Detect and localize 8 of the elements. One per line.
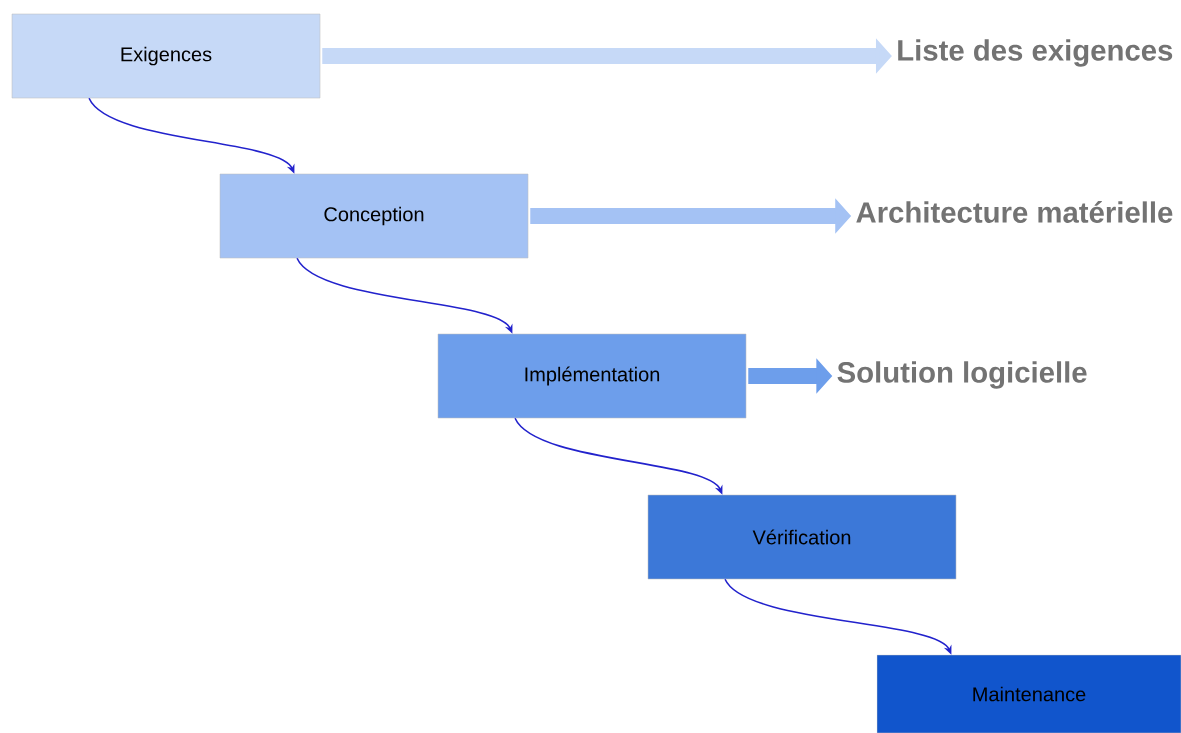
process-box: Implémentation [437, 333, 747, 419]
process-box: Maintenance [876, 654, 1181, 733]
process-box: Exigences [11, 13, 321, 99]
output-label: Liste des exigences [898, 39, 1173, 67]
output-label: Architecture matérielle [856, 201, 1173, 223]
process-box: Conception [219, 173, 529, 259]
process-box: Vérification [647, 494, 957, 580]
output-label: Solution logicielle [837, 361, 1087, 389]
